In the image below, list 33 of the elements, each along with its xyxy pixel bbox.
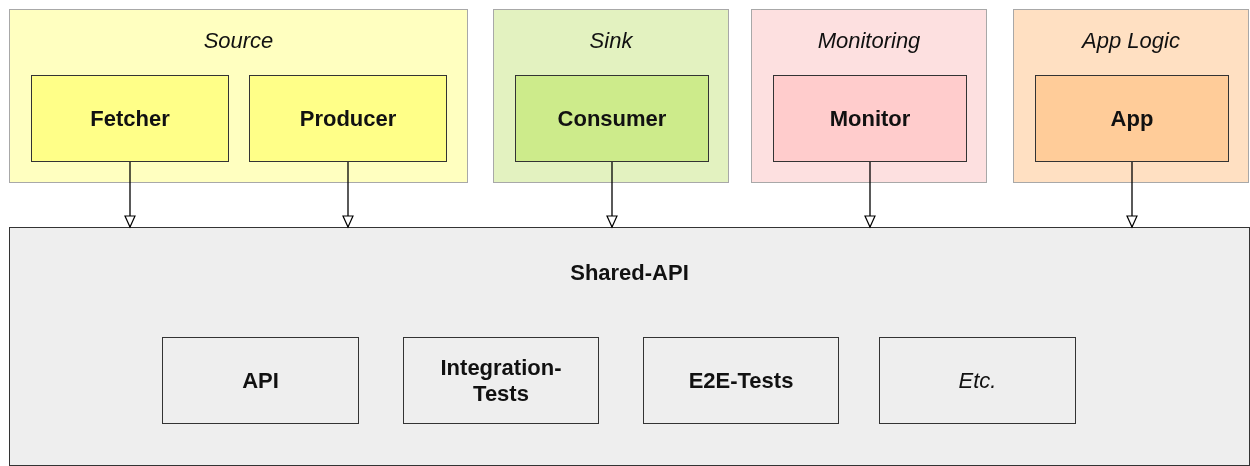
component-box (162, 337, 359, 424)
component-box (31, 75, 229, 162)
group-panel (751, 9, 987, 183)
placeholder-box (879, 337, 1076, 424)
group-panel (9, 9, 468, 183)
group-title: Sink (588, 28, 634, 54)
box-label: E2E-Tests (687, 367, 795, 394)
arrow (342, 161, 354, 228)
box-label: Integration- Tests (439, 354, 563, 407)
box-label: Etc. (957, 367, 998, 394)
group-panel (1013, 9, 1249, 183)
arrow (606, 161, 618, 228)
group-panel (493, 9, 729, 183)
box-label: Fetcher (89, 105, 171, 132)
arrow (864, 161, 876, 228)
component-box (1035, 75, 1229, 162)
group-title: Monitoring (816, 28, 922, 54)
component-box (773, 75, 967, 162)
platform-panel (9, 227, 1250, 466)
component-box (515, 75, 709, 162)
group-title: App Logic (1080, 28, 1181, 54)
box-label: Producer (298, 105, 398, 132)
arrow (1126, 161, 1138, 228)
component-box (643, 337, 839, 424)
box-label: App (1109, 105, 1155, 132)
platform-title: Shared-API (569, 260, 690, 286)
group-title: Source (202, 28, 275, 54)
box-label: Monitor (828, 105, 912, 132)
box-label: Consumer (556, 105, 668, 132)
component-box (249, 75, 447, 162)
arrow (124, 161, 136, 228)
component-box (403, 337, 599, 424)
box-label: API (241, 367, 280, 394)
